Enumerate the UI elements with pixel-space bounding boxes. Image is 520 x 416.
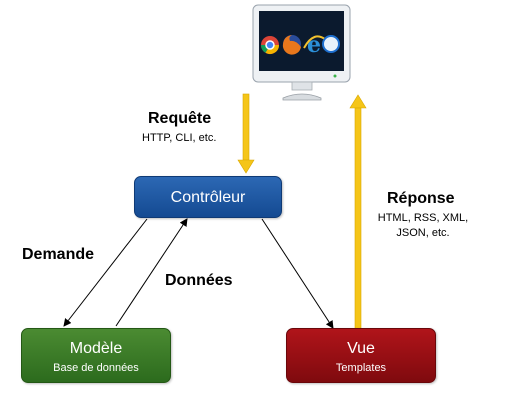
response-arrow (349, 94, 367, 331)
model-subtitle: Base de données (53, 362, 139, 374)
request-arrow (237, 93, 255, 174)
chrome-icon (261, 36, 279, 55)
view-subtitle: Templates (335, 362, 387, 374)
arrow-controller-to-view (261, 218, 334, 329)
controller-box: Contrôleur (134, 176, 282, 218)
request-title: Requête (148, 110, 212, 127)
controller-title: Contrôleur (170, 189, 246, 206)
firefox-icon (282, 35, 301, 55)
model-box: Modèle Base de données (21, 328, 171, 383)
response-subtitle: HTML, RSS, XML, JSON, etc. (372, 211, 474, 241)
edge-label-demande: Demande (22, 246, 95, 263)
edge-label-donnees: Données (165, 272, 233, 289)
response-subtitle-line-1: HTML, RSS, XML, (377, 212, 469, 224)
arrow-controller-to-model (63, 218, 148, 327)
view-title: Vue (347, 340, 375, 357)
arrow-model-to-controller (115, 218, 188, 327)
view-box: Vue Templates (286, 328, 436, 383)
model-title: Modèle (69, 340, 123, 357)
safari-icon (322, 35, 340, 53)
request-subtitle: HTTP, CLI, etc. (142, 132, 217, 144)
response-title: Réponse (387, 190, 455, 207)
response-subtitle-line-2: JSON, etc. (396, 227, 450, 239)
